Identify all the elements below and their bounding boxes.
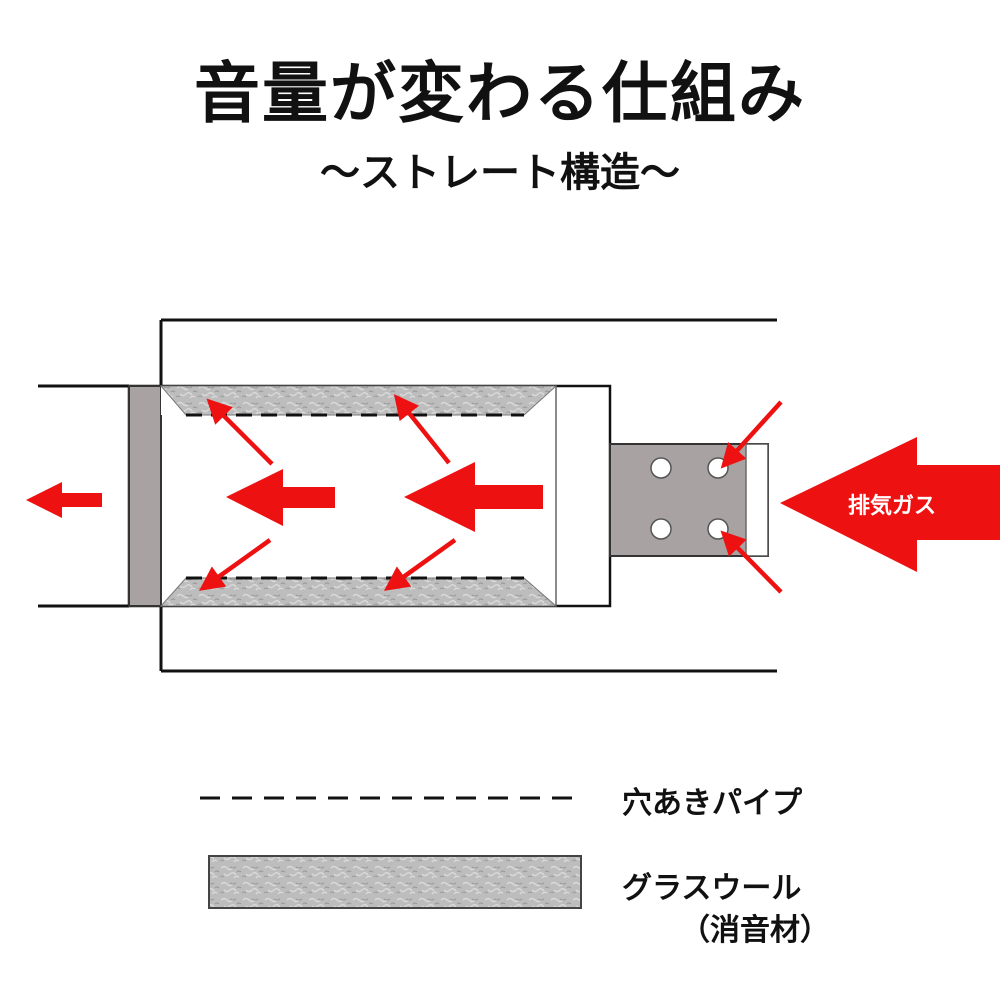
flow-arrow-large-2 <box>226 469 335 526</box>
glass-wool-bottom <box>159 577 558 607</box>
glass-wool-top <box>159 385 558 416</box>
arrow-to-wool-top-left <box>206 398 274 466</box>
legend-perforated-pipe-label: 穴あきパイプ <box>622 786 802 821</box>
perforated-pipe-lines <box>186 413 524 580</box>
perforation-hole <box>650 518 672 540</box>
page-subtitle: 〜ストレート構造〜 <box>320 150 680 196</box>
page-title: 音量が変わる仕組み <box>194 55 806 132</box>
legend-glass-wool-swatch <box>208 855 582 909</box>
flow-arrow-outlet <box>26 482 102 518</box>
muffler-shell <box>159 318 777 673</box>
inlet-pipe <box>609 443 769 557</box>
arrow-to-wool-top-right <box>393 394 451 465</box>
arrow-to-wool-bottom-left <box>198 538 272 591</box>
diagonal-arrows <box>198 394 783 594</box>
exhaust-gas-arrow <box>780 437 1000 572</box>
arrow-into-hole-top <box>720 400 783 469</box>
outlet-pipe <box>38 384 129 608</box>
arrow-into-hole-bottom <box>720 530 783 594</box>
legend <box>200 796 582 909</box>
perforation-hole <box>650 457 672 479</box>
legend-glass-wool-label: グラスウール <box>622 871 802 906</box>
flow-arrow-large-1 <box>404 462 543 532</box>
arrow-to-wool-bottom-right <box>383 538 457 591</box>
exhaust-gas-label: 排気ガス <box>848 493 936 519</box>
legend-glass-wool-sublabel: （消音材） <box>680 913 830 948</box>
